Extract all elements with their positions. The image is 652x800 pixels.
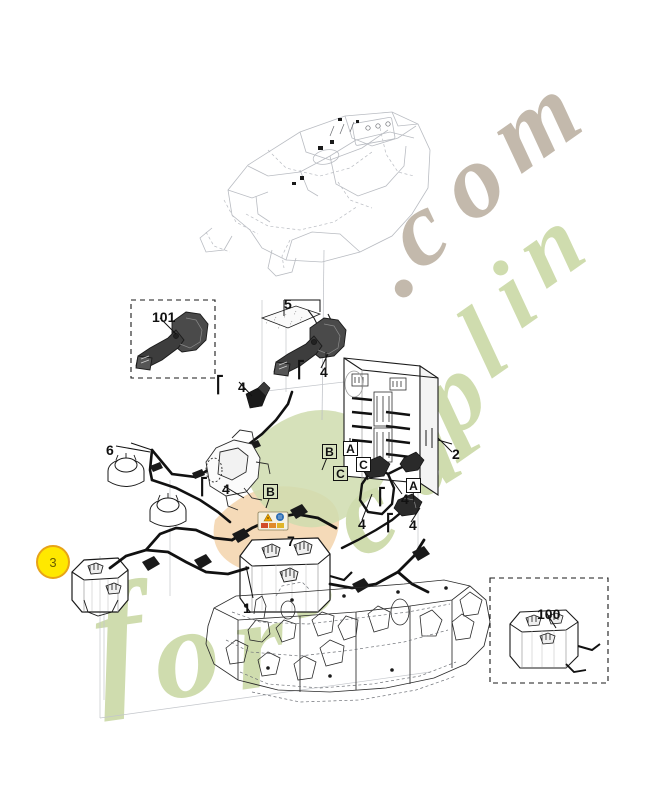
callout-number-4: 4	[222, 481, 230, 497]
part-101-sensor	[135, 311, 209, 371]
bracket-glyph: ⎡	[297, 362, 305, 379]
callout-number-4: 4	[238, 379, 246, 395]
callout-number-4: 4	[320, 364, 328, 380]
highlight-callout-3[interactable]: 3	[36, 545, 70, 579]
callout-number-100: 100	[537, 606, 561, 622]
part-4-cable-lower	[340, 508, 406, 550]
callout-number-4: 4	[409, 517, 417, 533]
bracket-glyph: ⎡	[386, 515, 394, 532]
callout-number-2: 2	[452, 446, 460, 462]
engine-block-bolts	[244, 586, 448, 678]
highlight-callout-label: 3	[49, 554, 57, 570]
section-ref-c[interactable]: C	[333, 466, 348, 481]
bracket-glyph: ⎡	[200, 479, 208, 496]
harness-clips	[142, 504, 430, 593]
callout-number-7: 7	[287, 533, 295, 549]
bracket-glyph: ⎡	[378, 489, 386, 506]
section-ref-a[interactable]: A	[343, 441, 358, 456]
part-2-fuse-box	[343, 357, 453, 497]
callout-number-4: 4	[401, 491, 409, 507]
section-ref-b[interactable]: B	[322, 444, 337, 459]
callout-number-1: 1	[243, 600, 251, 616]
callout-number-5: 5	[284, 296, 292, 312]
engine-block-hidden-edges	[225, 581, 457, 703]
bracket-glyph: ⎡	[216, 377, 224, 394]
callout-number-4: 4	[358, 516, 366, 532]
center-device	[205, 429, 271, 511]
main-harness-cable	[108, 512, 430, 594]
section-ref-a[interactable]: A	[406, 478, 421, 493]
callout-number-6: 6	[106, 442, 114, 458]
callout-number-101: 101	[152, 309, 176, 325]
engine-block-details	[225, 591, 483, 681]
part-3-module	[71, 557, 129, 617]
section-ref-c[interactable]: C	[356, 457, 371, 472]
part-1-control-module	[239, 537, 353, 613]
engine-block-lower	[205, 579, 491, 693]
inset-100	[489, 577, 609, 684]
part-100-module	[509, 609, 601, 673]
section-ref-b[interactable]: B	[263, 484, 278, 499]
part-4-clip-upper	[245, 381, 271, 409]
warning-sticker	[257, 511, 289, 531]
part-5-plate	[260, 305, 322, 330]
part-4-sensor-upper	[273, 317, 347, 377]
